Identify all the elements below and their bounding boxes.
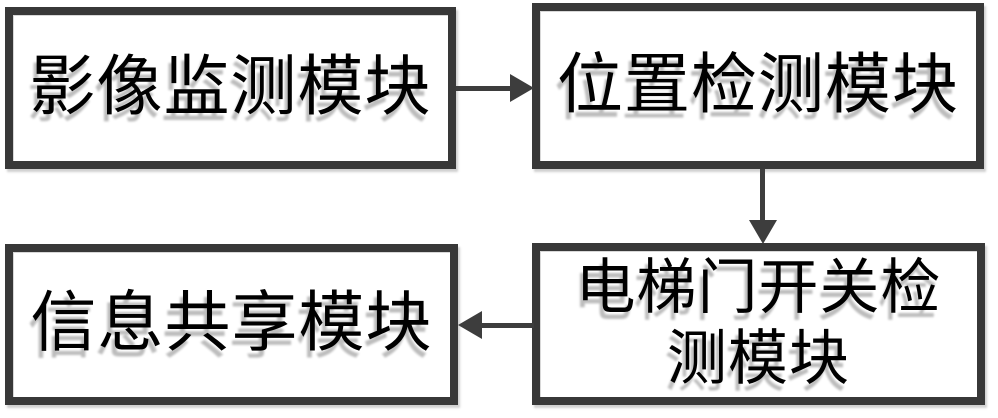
node-information-sharing-module: 信息共享模块 [5,244,458,405]
arrowhead-left-icon [458,311,482,339]
edge-image-to-position-line [456,86,514,91]
node-elevator-door-switch-detection-label: 电梯门开关检 测模块 [575,255,942,392]
edge-position-to-door-line [760,169,765,223]
node-elevator-door-switch-detection-module: 电梯门开关检 测模块 [532,243,985,405]
node-position-detection-module: 位置检测模块 [532,3,984,169]
node-image-monitoring-label: 影像监测模块 [29,50,432,124]
arrowhead-right-icon [510,74,534,102]
node-information-sharing-label: 信息共享模块 [30,287,433,361]
node-image-monitoring-module: 影像监测模块 [5,7,456,169]
edge-door-to-info-line [480,323,534,328]
node-position-detection-label: 位置检测模块 [557,48,959,122]
arrowhead-down-icon [749,220,777,244]
